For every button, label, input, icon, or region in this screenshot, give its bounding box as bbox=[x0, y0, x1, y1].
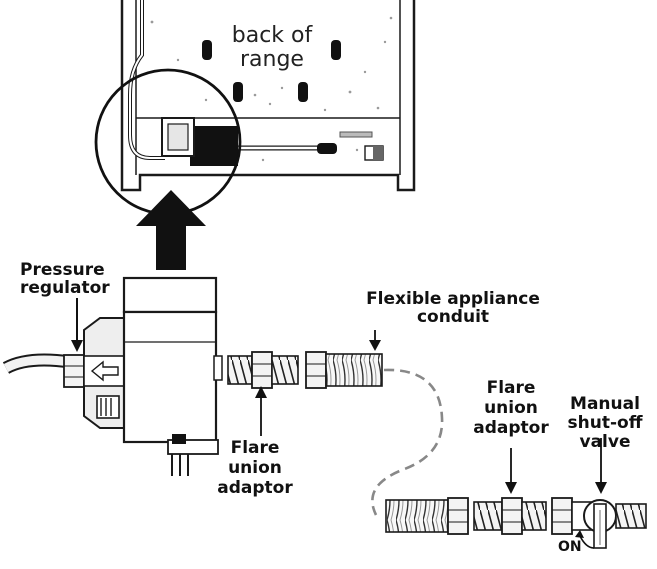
flexible-conduit-top bbox=[305, 351, 383, 389]
pressure-regulator-label-line1: Pressure bbox=[20, 260, 105, 280]
flare-union-adaptor-right bbox=[473, 497, 547, 535]
manual-shutoff-valve bbox=[551, 497, 647, 549]
valve-label-line2: shut-off bbox=[567, 413, 643, 433]
flare-left-label-line2: union bbox=[228, 458, 282, 478]
flare-right-label-line3: adaptor bbox=[473, 418, 549, 438]
pressure-regulator bbox=[2, 276, 223, 476]
pressure-regulator-label-line2: regulator bbox=[20, 278, 110, 298]
conduit-dashed-path bbox=[371, 368, 444, 516]
range-label-line2: range bbox=[240, 47, 304, 72]
range-label-line1: back of bbox=[231, 23, 313, 48]
flexible-conduit-bottom bbox=[385, 497, 469, 535]
flare-right-label-line1: Flare bbox=[486, 378, 536, 398]
valve-label-line3: valve bbox=[579, 432, 631, 452]
conduit-label-line2: conduit bbox=[416, 307, 490, 327]
up-arrow-icon bbox=[136, 190, 206, 270]
valve-label-line1: Manual bbox=[570, 394, 640, 414]
flare-left-label-line3: adaptor bbox=[217, 478, 293, 498]
conduit-label-line1: Flexible appliance bbox=[366, 289, 540, 309]
flare-union-adaptor-left bbox=[227, 351, 299, 389]
on-label: ON bbox=[558, 539, 582, 555]
range-back-panel bbox=[120, 0, 416, 192]
flare-left-label-line1: Flare bbox=[230, 438, 280, 458]
flare-right-label-line2: union bbox=[484, 398, 538, 418]
